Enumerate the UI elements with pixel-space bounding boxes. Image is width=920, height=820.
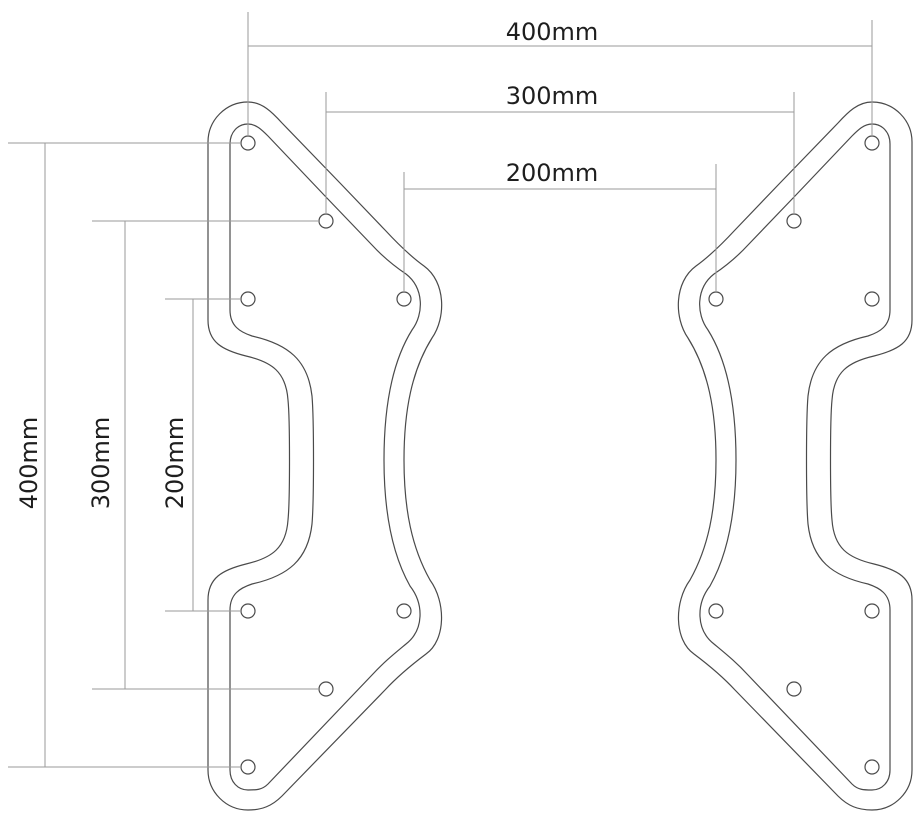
dimension-label: 200mm [506,159,599,187]
dimension-vertical-400: 400mm [8,142,241,768]
dimension-label: 300mm [87,417,115,510]
left-hole-200-bottom-inner [396,603,412,619]
right-hole-200-bottom-inner [708,603,724,619]
right-hole-300-bottom [786,681,802,697]
left-hole-300-top [318,213,334,229]
right-hole-300-top [786,213,802,229]
right-hole-400-top [864,135,880,151]
right-plate-outer-edge [677,101,913,811]
dimension-label: 300mm [506,82,599,110]
left-hole-400-top [240,135,256,151]
dimension-horizontal-300: 300mm [325,82,795,214]
dimension-vertical-300: 300mm [87,220,319,690]
dimension-vertical-200: 200mm [161,298,241,612]
left-hole-300-bottom [318,681,334,697]
right-hole-400-bottom [864,759,880,775]
dimension-label: 400mm [15,417,43,510]
left-plate-outer-edge [207,101,443,811]
right-hole-200-top-inner [708,291,724,307]
dimension-horizontal-200: 200mm [403,159,717,292]
left-hole-200-bottom-outer [240,603,256,619]
left-hole-200-top-outer [240,291,256,307]
dimension-horizontal-400: 400mm [247,12,873,136]
left-hole-200-top-inner [396,291,412,307]
left-plate-inner-edge [229,123,421,791]
dimension-label: 400mm [506,18,599,46]
right-plate-inner-edge [699,123,891,791]
right-plate [677,101,913,811]
left-plate [207,101,443,811]
right-hole-200-top-outer [864,291,880,307]
right-hole-200-bottom-outer [864,603,880,619]
dimension-label: 200mm [161,417,189,510]
left-hole-400-bottom [240,759,256,775]
